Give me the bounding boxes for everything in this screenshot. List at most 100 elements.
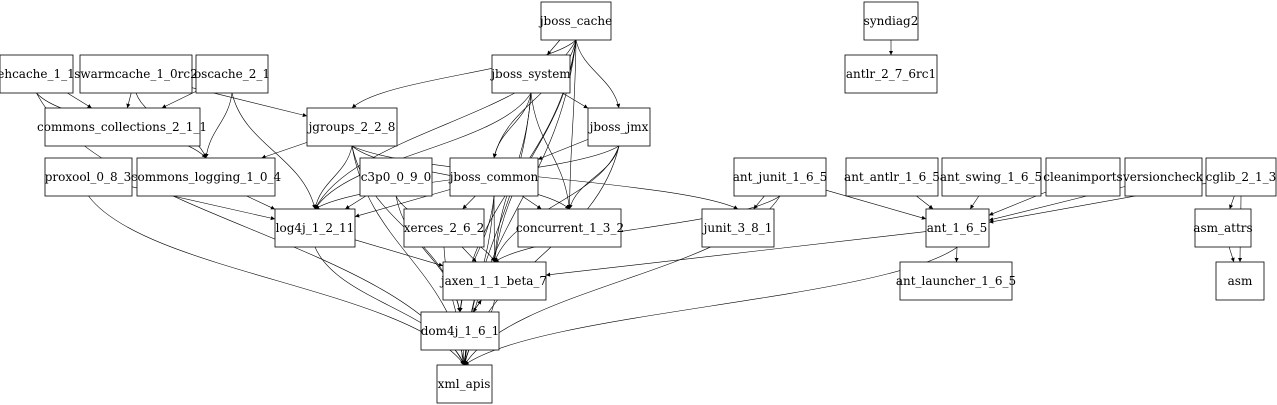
node-ant-1-6-5[interactable]: ant_1_6_5 — [925, 208, 990, 248]
node-cleanimports[interactable]: cleanimports — [1043, 157, 1123, 197]
edge-ant_junit_1_6_5-to-ant_1_6_5 — [825, 189, 927, 220]
node-label: xml_apis — [438, 377, 491, 391]
node-oscache-2-1[interactable]: oscache_2_1 — [194, 54, 270, 94]
edge-jboss_system-to-jboss_jmx — [562, 92, 589, 109]
node-label: proxool_0_8_3 — [45, 170, 132, 184]
node-asm-attrs[interactable]: asm_attrs — [1193, 208, 1253, 248]
node-label: syndiag2 — [864, 14, 919, 28]
edge-jboss_cache-to-concurrent_1_3_2 — [567, 39, 577, 210]
node-concurrent-1-3-2[interactable]: concurrent_1_3_2 — [516, 208, 624, 248]
edge-jgroups_2_2_8-to-commons_logging_1_0_4 — [261, 142, 308, 159]
node-versioncheck[interactable]: versioncheck — [1122, 157, 1204, 197]
node-label: xerces_2_6_2 — [404, 221, 485, 235]
node-jboss-cache[interactable]: jboss_cache — [538, 1, 612, 41]
node-label: oscache_2_1 — [194, 67, 270, 81]
edge-jboss_system-to-jboss_common — [492, 92, 532, 159]
node-label: jboss_cache — [538, 14, 612, 28]
node-jboss-common[interactable]: jboss_common — [448, 157, 539, 197]
node-ant-swing-1-6-5[interactable]: ant_swing_1_6_5 — [940, 157, 1042, 197]
edge-jboss_common-to-jaxen_1_1_beta_7 — [492, 195, 497, 263]
node-jgroups-2-2-8[interactable]: jgroups_2_2_8 — [307, 107, 398, 147]
node-syndiag2[interactable]: syndiag2 — [863, 1, 919, 41]
node-label: ant_junit_1_6_5 — [733, 170, 827, 184]
edge-jboss_jmx-to-jboss_common — [537, 139, 589, 160]
edge-asm_attrs-to-asm — [1228, 246, 1235, 263]
edge-ant_1_6_5-to-jaxen_1_1_beta_7 — [545, 231, 927, 277]
edge-ant_junit_1_6_5-to-junit_3_8_1 — [753, 195, 765, 210]
node-label: antlr_2_7_6rc1 — [846, 67, 936, 81]
edge-c3p0_0_9_0-to-log4j_1_2_11 — [345, 195, 366, 210]
edge-ant_antlr_1_6_5-to-ant_1_6_5 — [916, 195, 934, 210]
node-jaxen-1-1-beta-7[interactable]: jaxen_1_1_beta_7 — [439, 261, 547, 301]
edge-ant_junit_1_6_5-to-jaxen_1_1_beta_7 — [494, 195, 781, 263]
edge-jboss_common-to-xerces_2_6_2 — [462, 195, 476, 210]
edge-commons_logging_1_0_4-to-log4j_1_2_11 — [246, 195, 276, 210]
node-label: dom4j_1_6_1 — [421, 324, 500, 338]
node-label: commons_logging_1_0_4 — [131, 170, 282, 184]
edge-ehcache_1_1-to-commons_collections_2_1_1 — [67, 92, 92, 109]
edge-jgroups_2_2_8-to-junit_3_8_1 — [351, 145, 739, 210]
node-c3p0-0-9-0[interactable]: c3p0_0_9_0 — [359, 157, 433, 197]
node-label: jboss_system — [489, 67, 571, 81]
edge-jboss_system-to-log4j_1_2_11 — [314, 92, 532, 210]
edge-log4j_1_2_11-to-jaxen_1_1_beta_7 — [354, 239, 444, 267]
node-ehcache-1-1[interactable]: ehcache_1_1 — [0, 54, 75, 94]
node-ant-junit-1-6-5[interactable]: ant_junit_1_6_5 — [733, 157, 827, 197]
node-label: commons_collections_2_1_1 — [37, 120, 207, 134]
edge-xerces_2_6_2-to-jaxen_1_1_beta_7 — [461, 246, 477, 263]
edge-jboss_jmx-to-jaxen_1_1_beta_7 — [493, 145, 620, 263]
node-label: jaxen_1_1_beta_7 — [439, 274, 547, 288]
node-junit-3-8-1[interactable]: junit_3_8_1 — [701, 208, 775, 248]
edge-dom4j_1_6_1-to-jaxen_1_1_beta_7 — [472, 299, 482, 313]
node-label: cleanimports — [1043, 170, 1122, 184]
edge-cglib_2_1_3-to-asm_attrs — [1229, 195, 1235, 210]
node-label: ant_launcher_1_6_5 — [896, 274, 1016, 288]
node-label: asm — [1228, 274, 1253, 288]
node-label: jgroups_2_2_8 — [307, 120, 396, 134]
node-label: c3p0_0_9_0 — [361, 170, 432, 184]
node-proxool-0-8-3[interactable]: proxool_0_8_3 — [44, 157, 133, 197]
node-label: ehcache_1_1 — [0, 67, 75, 81]
node-dom4j-1-6-1[interactable]: dom4j_1_6_1 — [420, 311, 500, 351]
node-jboss-jmx[interactable]: jboss_jmx — [588, 107, 651, 147]
node-ant-antlr-1-6-5[interactable]: ant_antlr_1_6_5 — [844, 157, 940, 197]
node-jboss-system[interactable]: jboss_system — [489, 54, 571, 94]
node-label: concurrent_1_3_2 — [516, 221, 624, 235]
node-xerces-2-6-2[interactable]: xerces_2_6_2 — [403, 208, 485, 248]
node-label: log4j_1_2_11 — [276, 221, 355, 235]
edge-oscache_2_1-to-log4j_1_2_11 — [231, 92, 317, 210]
node-asm[interactable]: asm — [1215, 261, 1265, 301]
edge-jboss_cache-to-jboss_jmx — [575, 39, 621, 109]
node-label: ant_1_6_5 — [927, 221, 988, 235]
edge-jboss_common-to-log4j_1_2_11 — [354, 189, 451, 218]
edge-jboss_common-to-concurrent_1_3_2 — [521, 195, 542, 210]
node-label: ant_swing_1_6_5 — [940, 170, 1042, 184]
node-label: jboss_jmx — [588, 120, 649, 134]
edge-ant_swing_1_6_5-to-ant_1_6_5 — [969, 195, 980, 210]
node-label: ant_antlr_1_6_5 — [844, 170, 940, 184]
node-label: asm_attrs — [1193, 221, 1252, 235]
edge-dom4j_1_6_1-to-xml_apis — [460, 349, 465, 366]
edge-jboss_cache-to-jgroups_2_2_8 — [351, 39, 577, 109]
node-log4j-1-2-11[interactable]: log4j_1_2_11 — [274, 208, 356, 248]
node-commons-logging-1-0-4[interactable]: commons_logging_1_0_4 — [131, 157, 282, 197]
node-label: cglib_2_1_3 — [1206, 170, 1277, 184]
edge-oscache_2_1-to-commons_logging_1_0_4 — [204, 92, 233, 159]
edge-jgroups_2_2_8-to-log4j_1_2_11 — [313, 145, 353, 210]
node-cglib-2-1-3[interactable]: cglib_2_1_3 — [1205, 157, 1277, 197]
edge-jboss_jmx-to-concurrent_1_3_2 — [568, 145, 620, 210]
edge-oscache_2_1-to-commons_collections_2_1_1 — [161, 91, 197, 109]
edge-jboss_cache-to-jboss_system — [546, 39, 561, 56]
edge-jboss_system-to-concurrent_1_3_2 — [530, 92, 572, 210]
edge-ant_1_6_5-to-ant_launcher_1_6_5 — [954, 246, 959, 263]
node-label: versioncheck — [1122, 170, 1204, 184]
node-xml-apis[interactable]: xml_apis — [436, 364, 493, 404]
node-label: swarmcache_1_0rc2 — [74, 67, 198, 81]
node-antlr-2-7-6rc1[interactable]: antlr_2_7_6rc1 — [844, 54, 938, 94]
node-commons-collections-2-1-1[interactable]: commons_collections_2_1_1 — [37, 107, 207, 147]
node-label: jboss_common — [448, 170, 539, 184]
node-swarmcache-1-0rc2[interactable]: swarmcache_1_0rc2 — [74, 54, 198, 94]
node-ant-launcher-1-6-5[interactable]: ant_launcher_1_6_5 — [896, 261, 1016, 301]
